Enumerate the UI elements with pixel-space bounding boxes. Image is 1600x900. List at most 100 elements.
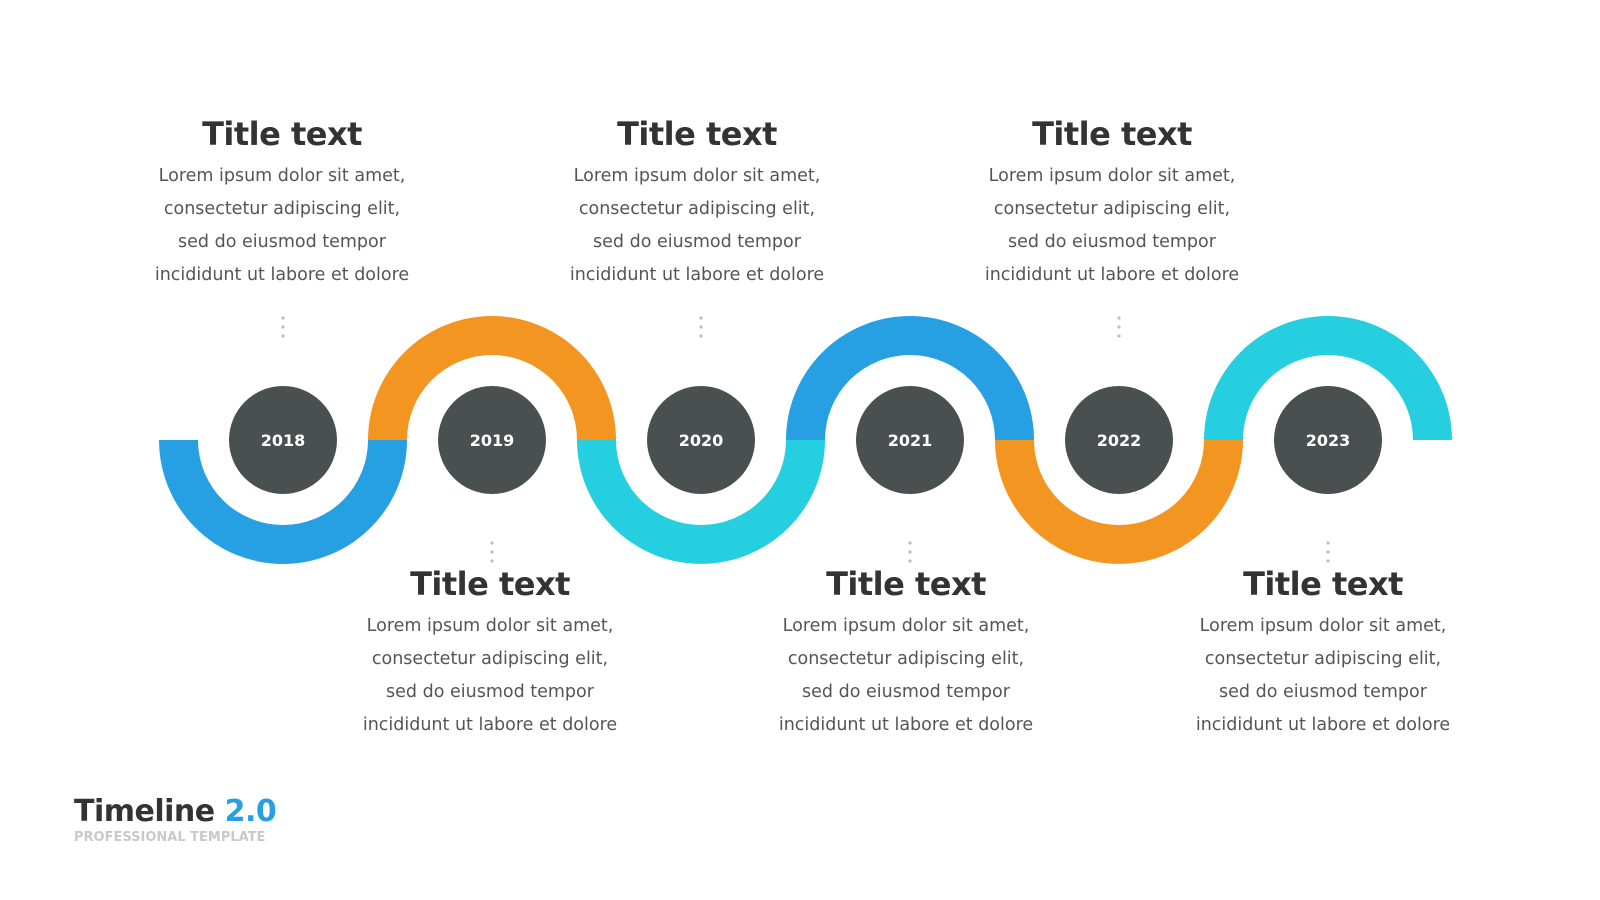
description-line: sed do eiusmod tempor [802,682,1010,702]
milestone-description: Lorem ipsum dolor sit amet, consectetur … [340,610,640,742]
connector-dots-2022 [1117,316,1121,338]
year-node-2020: 2020 [647,386,755,494]
description-line: Lorem ipsum dolor sit amet, [782,616,1030,636]
brand-title: Timeline 2.0 [74,794,277,829]
wave-arc-segment [1204,316,1452,440]
year-node-2023: 2023 [1274,386,1382,494]
milestone-title: Title text [410,565,570,603]
connector-dot [281,325,285,329]
milestone-text-2018: Title text Lorem ipsum dolor sit amet, c… [132,114,432,292]
description-line: Lorem ipsum dolor sit amet, [988,166,1236,186]
connector-dots-2021 [908,541,912,563]
year-node-circle [647,386,755,494]
connector-dot [490,559,494,563]
description-line: Lorem ipsum dolor sit amet, [573,166,821,186]
year-label: 2023 [1306,431,1351,450]
connector-dots-2023 [1326,541,1330,563]
year-node-2019: 2019 [438,386,546,494]
connector-dot [1326,550,1330,554]
year-label: 2021 [888,431,933,450]
year-node-circle [1065,386,1173,494]
wave-arc-segment [159,440,407,564]
year-nodes: 2018 2019 2020 2021 2022 2023 [229,386,1382,494]
description-line: consectetur adipiscing elit, [578,199,816,219]
connector-dots-2019 [490,541,494,563]
brand-logo: Timeline 2.0 PROFESSIONAL TEMPLATE [74,794,277,846]
year-node-2022: 2022 [1065,386,1173,494]
year-node-circle [1274,386,1382,494]
description-line: consectetur adipiscing elit, [163,199,401,219]
year-node-2021: 2021 [856,386,964,494]
milestone-description: Lorem ipsum dolor sit amet, consectetur … [547,160,847,292]
description-line: incididunt ut labore et dolore [778,715,1034,735]
connector-dots [281,316,1330,563]
description-line: Lorem ipsum dolor sit amet, [1199,616,1447,636]
connector-dot [1326,559,1330,563]
wave-arc-segment [368,316,616,440]
connector-dot [908,541,912,545]
wave-arc-segment [577,440,825,564]
brand-name: Timeline [74,794,215,829]
brand-subtitle: PROFESSIONAL TEMPLATE [74,830,266,845]
milestone-text-2020: Title text Lorem ipsum dolor sit amet, c… [547,114,847,292]
description-line: consectetur adipiscing elit, [787,649,1025,669]
milestone-description: Lorem ipsum dolor sit amet, consectetur … [132,160,432,292]
description-line: sed do eiusmod tempor [1008,232,1216,252]
connector-dot [490,550,494,554]
year-label: 2020 [679,431,724,450]
milestone-title: Title text [1032,115,1192,153]
wave-arc-segment [995,440,1243,564]
milestone-description: Lorem ipsum dolor sit amet, consectetur … [756,610,1056,742]
milestone-text-2022: Title text Lorem ipsum dolor sit amet, c… [962,114,1262,292]
description-line: incididunt ut labore et dolore [569,265,825,285]
connector-dot [908,559,912,563]
wave-arc-segment [786,316,1034,440]
milestone-title: Title text [617,115,777,153]
connector-dot [281,316,285,320]
connector-dot [699,325,703,329]
year-node-circle [229,386,337,494]
milestone-text-2023: Title text Lorem ipsum dolor sit amet, c… [1173,564,1473,742]
milestone-title: Title text [202,115,362,153]
description-line: consectetur adipiscing elit, [371,649,609,669]
milestone-text-2019: Title text Lorem ipsum dolor sit amet, c… [340,564,640,742]
connector-dot [281,334,285,338]
milestone-description: Lorem ipsum dolor sit amet, consectetur … [962,160,1262,292]
connector-dot [1326,541,1330,545]
connector-dot [490,541,494,545]
description-line: incididunt ut labore et dolore [154,265,410,285]
description-line: incididunt ut labore et dolore [362,715,618,735]
milestone-text-2021: Title text Lorem ipsum dolor sit amet, c… [756,564,1056,742]
description-line: incididunt ut labore et dolore [1195,715,1451,735]
connector-dots-2020 [699,316,703,338]
year-label: 2022 [1097,431,1142,450]
description-line: sed do eiusmod tempor [178,232,386,252]
brand-version: 2.0 [224,794,277,829]
wave-arcs [159,316,1452,564]
connector-dot [1117,316,1121,320]
year-node-circle [856,386,964,494]
description-line: consectetur adipiscing elit, [1204,649,1442,669]
description-line: Lorem ipsum dolor sit amet, [158,166,406,186]
connector-dot [699,316,703,320]
year-label: 2019 [470,431,515,450]
connector-dot [1117,334,1121,338]
description-line: sed do eiusmod tempor [593,232,801,252]
connector-dots-2018 [281,316,285,338]
description-line: sed do eiusmod tempor [386,682,594,702]
milestone-title: Title text [1243,565,1403,603]
year-label: 2018 [261,431,306,450]
year-node-circle [438,386,546,494]
connector-dot [908,550,912,554]
description-line: Lorem ipsum dolor sit amet, [366,616,614,636]
connector-dot [1117,325,1121,329]
milestone-title: Title text [826,565,986,603]
description-line: incididunt ut labore et dolore [984,265,1240,285]
description-line: sed do eiusmod tempor [1219,682,1427,702]
connector-dot [699,334,703,338]
year-node-2018: 2018 [229,386,337,494]
description-line: consectetur adipiscing elit, [993,199,1231,219]
milestone-description: Lorem ipsum dolor sit amet, consectetur … [1173,610,1473,742]
